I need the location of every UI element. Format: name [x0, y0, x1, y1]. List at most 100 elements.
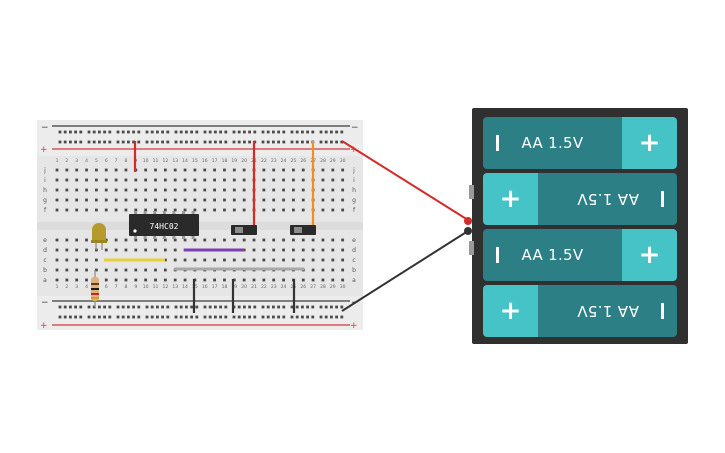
breadboard-hole[interactable] — [124, 248, 128, 252]
breadboard-hole[interactable] — [185, 315, 188, 319]
breadboard-hole[interactable] — [104, 208, 108, 212]
breadboard-hole[interactable] — [219, 140, 222, 144]
breadboard-hole[interactable] — [65, 198, 69, 202]
breadboard-hole[interactable] — [282, 208, 285, 212]
breadboard-hole[interactable] — [292, 188, 295, 192]
positive-terminal[interactable] — [464, 217, 472, 225]
breadboard-hole[interactable] — [195, 315, 199, 319]
breadboard-hole[interactable] — [108, 140, 112, 144]
breadboard-hole[interactable] — [104, 248, 108, 252]
breadboard-hole[interactable] — [124, 278, 128, 282]
breadboard-hole[interactable] — [331, 278, 335, 282]
breadboard-hole[interactable] — [69, 140, 72, 144]
breadboard-hole[interactable] — [173, 198, 177, 202]
breadboard-hole[interactable] — [144, 208, 148, 212]
breadboard-hole[interactable] — [282, 198, 285, 202]
breadboard-hole[interactable] — [79, 305, 83, 309]
breadboard-hole[interactable] — [261, 140, 265, 144]
breadboard-hole[interactable] — [185, 130, 188, 134]
breadboard-hole[interactable] — [87, 130, 91, 134]
breadboard-hole[interactable] — [75, 168, 79, 172]
breadboard-hole[interactable] — [75, 188, 79, 192]
breadboard-hole[interactable] — [340, 130, 344, 134]
breadboard-hole[interactable] — [65, 268, 69, 272]
breadboard-hole[interactable] — [75, 248, 79, 252]
breadboard-hole[interactable] — [163, 178, 167, 182]
breadboard-hole[interactable] — [292, 238, 295, 242]
breadboard-hole[interactable] — [331, 208, 335, 212]
breadboard-hole[interactable] — [232, 178, 236, 182]
breadboard-hole[interactable] — [208, 130, 212, 134]
breadboard-hole[interactable] — [282, 258, 285, 262]
breadboard-hole[interactable] — [87, 140, 91, 144]
breadboard-hole[interactable] — [95, 208, 98, 212]
breadboard-hole[interactable] — [301, 140, 304, 144]
negative-terminal[interactable] — [464, 227, 472, 235]
breadboard-hole[interactable] — [104, 168, 108, 172]
breadboard-hole[interactable] — [179, 305, 183, 309]
breadboard-hole[interactable] — [301, 315, 304, 319]
breadboard-hole[interactable] — [173, 258, 177, 262]
breadboard-hole[interactable] — [63, 315, 67, 319]
breadboard-hole[interactable] — [242, 278, 246, 282]
breadboard-hole[interactable] — [154, 168, 157, 172]
breadboard-hole[interactable] — [183, 178, 187, 182]
breadboard-hole[interactable] — [282, 168, 285, 172]
breadboard-hole[interactable] — [335, 130, 338, 134]
breadboard-hole[interactable] — [154, 268, 157, 272]
breadboard-hole[interactable] — [85, 188, 88, 192]
breadboard-hole[interactable] — [137, 305, 141, 309]
breadboard-hole[interactable] — [132, 315, 135, 319]
breadboard-hole[interactable] — [65, 188, 69, 192]
breadboard-hole[interactable] — [183, 258, 187, 262]
breadboard-hole[interactable] — [92, 315, 96, 319]
breadboard-hole[interactable] — [330, 315, 333, 319]
breadboard-hole[interactable] — [154, 188, 157, 192]
breadboard-hole[interactable] — [292, 248, 295, 252]
breadboard-hole[interactable] — [179, 140, 183, 144]
breadboard-hole[interactable] — [321, 168, 325, 172]
breadboard-hole[interactable] — [301, 238, 305, 242]
breadboard-hole[interactable] — [213, 188, 216, 192]
breadboard-hole[interactable] — [242, 198, 246, 202]
breadboard-hole[interactable] — [124, 208, 128, 212]
breadboard-hole[interactable] — [114, 248, 118, 252]
breadboard-hole[interactable] — [92, 305, 96, 309]
breadboard-hole[interactable] — [144, 248, 148, 252]
breadboard-hole[interactable] — [114, 268, 118, 272]
breadboard-hole[interactable] — [154, 198, 157, 202]
breadboard-hole[interactable] — [63, 305, 67, 309]
breadboard-hole[interactable] — [243, 315, 246, 319]
breadboard-hole[interactable] — [224, 315, 228, 319]
breadboard-hole[interactable] — [262, 168, 266, 172]
breadboard-hole[interactable] — [321, 258, 325, 262]
breadboard-hole[interactable] — [219, 305, 222, 309]
breadboard-hole[interactable] — [195, 140, 199, 144]
breadboard-hole[interactable] — [262, 178, 266, 182]
breadboard-hole[interactable] — [55, 198, 59, 202]
breadboard-hole[interactable] — [108, 315, 112, 319]
breadboard-hole[interactable] — [163, 268, 167, 272]
breadboard-hole[interactable] — [319, 140, 323, 144]
breadboard-hole[interactable] — [282, 238, 285, 242]
breadboard-hole[interactable] — [124, 178, 128, 182]
breadboard-hole[interactable] — [156, 130, 159, 134]
breadboard-hole[interactable] — [137, 315, 141, 319]
breadboard-hole[interactable] — [203, 188, 207, 192]
breadboard-hole[interactable] — [223, 188, 226, 192]
breadboard-hole[interactable] — [190, 305, 193, 309]
breadboard-hole[interactable] — [306, 140, 309, 144]
breadboard-hole[interactable] — [127, 315, 130, 319]
breadboard-hole[interactable] — [261, 305, 265, 309]
breadboard-hole[interactable] — [213, 198, 216, 202]
breadboard-hole[interactable] — [282, 130, 286, 134]
breadboard-hole[interactable] — [193, 198, 197, 202]
breadboard-hole[interactable] — [137, 140, 141, 144]
breadboard-hole[interactable] — [145, 305, 149, 309]
breadboard-hole[interactable] — [114, 278, 118, 282]
breadboard-hole[interactable] — [193, 258, 197, 262]
breadboard-hole[interactable] — [252, 258, 256, 262]
breadboard-hole[interactable] — [154, 178, 157, 182]
breadboard-hole[interactable] — [331, 188, 335, 192]
breadboard-hole[interactable] — [282, 305, 286, 309]
